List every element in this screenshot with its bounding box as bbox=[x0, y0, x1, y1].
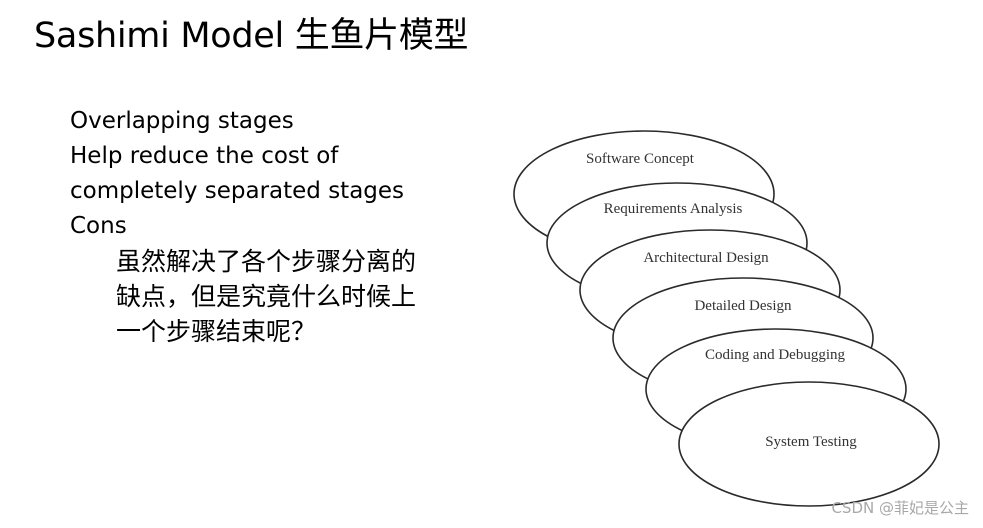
stage-label: Software Concept bbox=[586, 151, 695, 167]
stage-label: System Testing bbox=[765, 434, 857, 450]
stage-label: Requirements Analysis bbox=[604, 201, 743, 217]
stage-label: Coding and Debugging bbox=[705, 347, 845, 363]
bullet-list: Overlapping stages Help reduce the cost … bbox=[70, 104, 404, 244]
stage-label: Detailed Design bbox=[694, 298, 792, 314]
bullet-cons-heading: Cons bbox=[70, 213, 127, 239]
cons-line-1: 虽然解决了各个步骤分离的 bbox=[116, 247, 417, 276]
bullet-help-reduce-cost: Help reduce the cost of bbox=[70, 143, 339, 169]
bullet-separated-stages: completely separated stages bbox=[70, 178, 405, 204]
slide-title: Sashimi Model 生鱼片模型 bbox=[34, 16, 469, 56]
watermark: CSDN @菲妃是公主 bbox=[831, 499, 969, 517]
stage-label: Architectural Design bbox=[643, 250, 769, 266]
cons-line-2: 缺点，但是究竟什么时候上 bbox=[116, 282, 417, 311]
cons-description: 虽然解决了各个步骤分离的 缺点，但是究竟什么时候上 一个步骤结束呢？ bbox=[116, 244, 416, 349]
cons-line-3: 一个步骤结束呢？ bbox=[116, 317, 317, 346]
bullet-overlapping-stages: Overlapping stages bbox=[70, 108, 294, 134]
stage-ellipse bbox=[678, 381, 940, 507]
